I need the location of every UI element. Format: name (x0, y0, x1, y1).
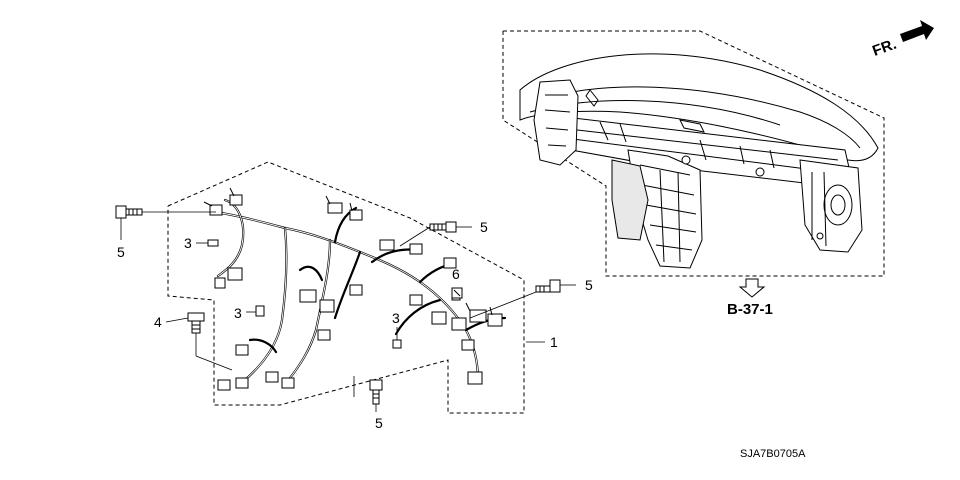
bolt-5-bottom (369, 379, 383, 405)
bolt-5-top-left (115, 205, 143, 219)
dashboard-assembly-group (502, 30, 885, 277)
clip-4 (187, 312, 205, 334)
left-bracket (533, 79, 579, 166)
callout-6: 6 (452, 266, 460, 282)
harness-main-trunk (213, 210, 480, 382)
callout-5-right: 5 (585, 277, 593, 293)
clip-3-middle (246, 305, 265, 317)
callout-3-right: 3 (392, 310, 400, 326)
callout-5-bottom: 5 (375, 415, 383, 431)
callout-4: 4 (154, 314, 162, 330)
harness-connector (451, 317, 467, 331)
callout-5-top-left: 5 (117, 244, 125, 260)
dashboard-pad (519, 53, 879, 162)
harness-connector (379, 239, 395, 251)
harness-connector (319, 299, 335, 313)
wire-harness-group (167, 161, 525, 414)
down-arrow-icon (738, 278, 766, 298)
harness-connector (235, 344, 249, 356)
harness-connector (299, 289, 317, 303)
callout-3-middle: 3 (234, 305, 242, 321)
front-arrow-icon (900, 20, 934, 42)
harness-connector (209, 204, 223, 216)
harness-connector (409, 294, 423, 306)
harness-connector (461, 339, 475, 351)
harness-connector (487, 313, 503, 327)
harness-connector (317, 329, 331, 341)
harness-connector (443, 257, 457, 269)
reference-label: B-37-1 (727, 301, 773, 318)
callout-3-upper: 3 (184, 235, 192, 251)
front-label: FR. (870, 36, 899, 60)
harness-connector (409, 243, 423, 255)
harness-connector (467, 371, 483, 385)
harness-connector (235, 377, 249, 389)
harness-connector (431, 311, 447, 325)
clip-3-right (392, 327, 402, 349)
harness-connector (214, 277, 226, 289)
harness-connector (281, 377, 295, 389)
callout-5-top-center: 5 (480, 219, 488, 235)
reference-indicator: B-37-1 (727, 278, 773, 318)
front-direction-indicator: FR. (870, 20, 934, 60)
harness-connector (469, 309, 487, 323)
left-lower-panel (611, 159, 649, 241)
harness-connector (265, 371, 279, 383)
harness-connector (349, 284, 363, 296)
bolt-5-top-center (429, 221, 457, 233)
harness-connector (349, 209, 363, 221)
harness-connector (217, 379, 231, 391)
callout-1: 1 (550, 334, 558, 350)
clip-3-upper (196, 239, 219, 247)
clip-6 (451, 287, 463, 299)
harness-connector (229, 194, 243, 206)
harness-connector (227, 267, 243, 281)
drawing-code: SJA7B0705A (740, 448, 806, 460)
bolt-5-right (535, 279, 561, 293)
harness-connector (327, 202, 343, 214)
